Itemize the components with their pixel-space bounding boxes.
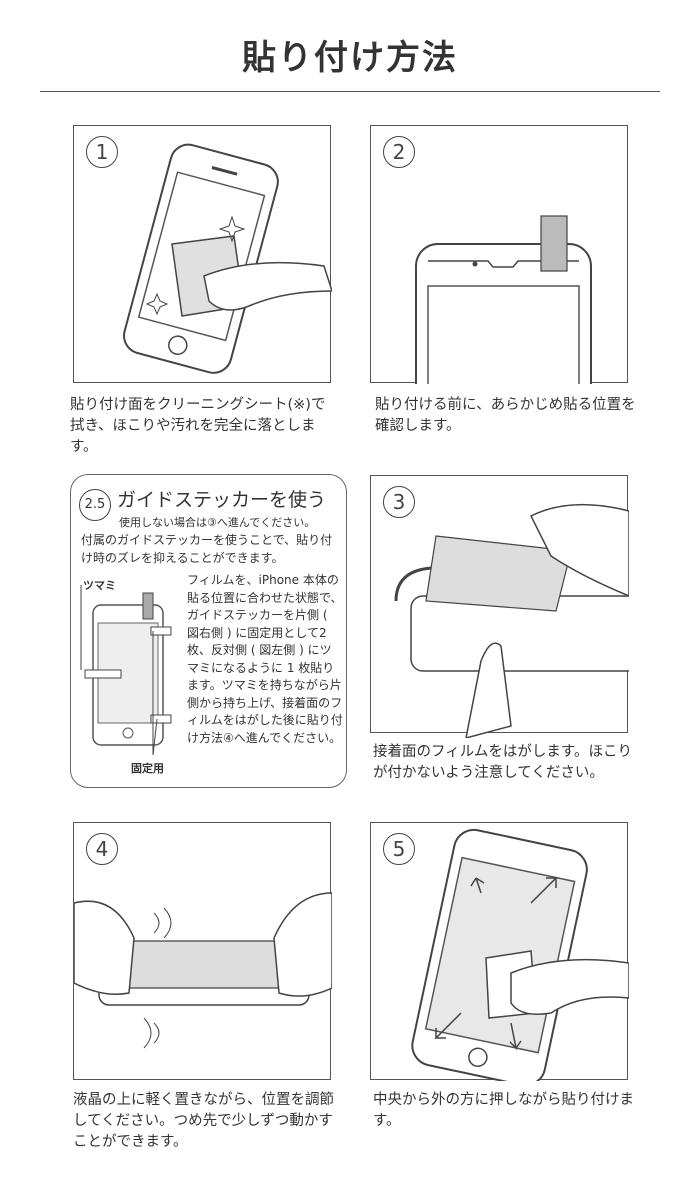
step-number: 1 [86, 136, 118, 168]
step-4-illustration: 4 [73, 822, 332, 1080]
step-5-caption: 中央から外の方に押しながら貼り付けます。 [373, 1092, 634, 1129]
step-4-caption: 液晶の上に軽く置きながら、位置を調節してください。つめ先で少しずつ動かすことがで… [73, 1092, 334, 1150]
step-2-caption: 貼り付ける前に、あらかじめ貼る位置を確認します。 [375, 397, 636, 434]
step-3-caption: 接着面のフィルムをはがします。ほこりが付かないよう注意してください。 [373, 744, 632, 781]
step-5-illustration: 5 [370, 822, 629, 1081]
guide-sticker-box: 2.5 ガイドステッカーを使う 使用しない場合は③へ進んでください。 付属のガイ… [70, 474, 347, 788]
step-number: 2 [383, 136, 415, 168]
tsumami-label: ツマミ [83, 579, 116, 592]
guide-intro: 付属のガイドステッカーを使うことで、貼り付け時のズレを抑えることができます。 [81, 533, 333, 565]
kotei-label: 固定用 [131, 762, 164, 775]
guide-title: ガイドステッカーを使う [117, 489, 327, 511]
guide-step-number: 2.5 [79, 489, 111, 521]
phone-position-illustration [415, 215, 592, 384]
place-film-illustration [74, 892, 332, 1049]
step-1-caption: 貼り付け面をクリーニングシート(※)で拭き、ほこりや汚れを完全に落とします。 [70, 397, 326, 455]
step-2-illustration: 2 [370, 125, 628, 384]
step-3-illustration: 3 [370, 475, 629, 738]
press-film-illustration [411, 828, 629, 1081]
step-1-illustration: 1 [73, 125, 332, 383]
guide-subtitle: 使用しない場合は③へ進んでください。 [119, 516, 316, 529]
title-divider [40, 91, 660, 92]
page-title: 貼り付け方法 [242, 38, 458, 78]
step-number: 4 [86, 833, 118, 865]
step-number: 5 [383, 833, 415, 865]
guide-body: フィルムを、iPhone 本体の貼る位置に合わせた状態で、ガイドステッカーを片側… [187, 573, 343, 745]
phone-cleaning-illustration [123, 143, 332, 374]
peel-film-illustration [394, 503, 629, 738]
guide-sticker-illustration [80, 585, 172, 756]
step-number: 3 [383, 486, 415, 518]
